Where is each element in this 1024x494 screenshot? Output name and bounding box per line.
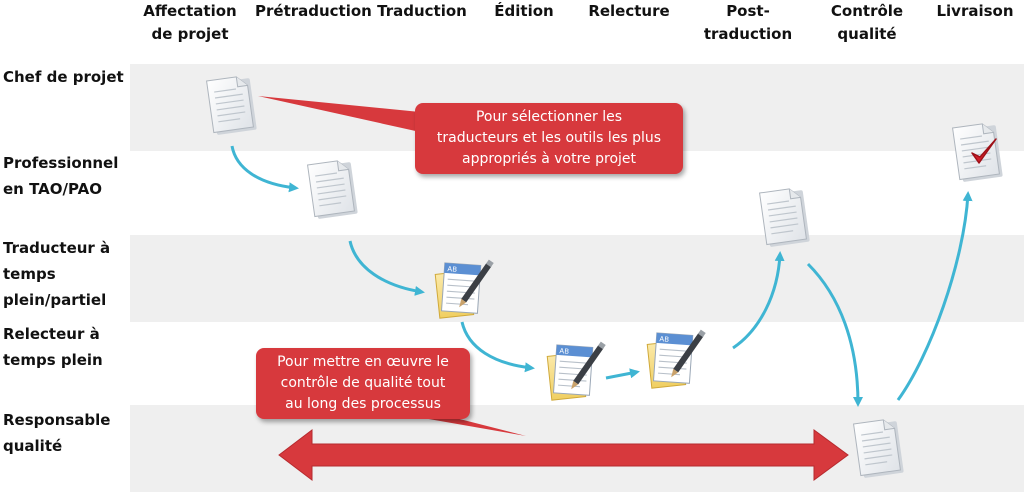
callout-quality-control: Pour mettre en œuvre le contrôle de qual… — [256, 348, 470, 419]
span-double-arrow — [278, 428, 849, 482]
document-icon — [205, 74, 258, 136]
edit-document-icon — [434, 259, 495, 319]
column-header-traduction: Traduction — [377, 2, 467, 20]
flow-arrow — [348, 240, 425, 296]
document-icon — [306, 158, 359, 220]
row-label-chef-de-projet: Chef de projet — [3, 68, 124, 86]
edit-document-icon — [546, 341, 607, 401]
column-header-post-traduction: Post-traduction — [703, 2, 793, 43]
flow-arrow — [460, 321, 535, 373]
document-icon — [852, 417, 905, 479]
callout-pointer — [258, 96, 420, 132]
document-icon — [758, 186, 811, 248]
column-header-pretraduction: Prétraduction — [255, 2, 372, 20]
flow-arrow — [732, 251, 785, 350]
column-header-relecture: Relecture — [588, 2, 670, 20]
flow-arrow — [605, 368, 640, 380]
approved-document-icon — [951, 121, 1004, 183]
callout-pointer — [400, 414, 526, 436]
flow-arrow — [230, 145, 299, 193]
checkmark-icon — [971, 138, 997, 164]
flow-arrow — [806, 262, 863, 407]
column-header-livraison: Livraison — [936, 2, 1014, 20]
row-band — [130, 235, 1024, 322]
flow-arrow — [896, 191, 973, 401]
column-header-edition: Édition — [494, 2, 554, 20]
callout-project-manager: Pour sélectionner les traducteurs et les… — [415, 103, 683, 174]
edit-document-icon — [646, 329, 707, 389]
